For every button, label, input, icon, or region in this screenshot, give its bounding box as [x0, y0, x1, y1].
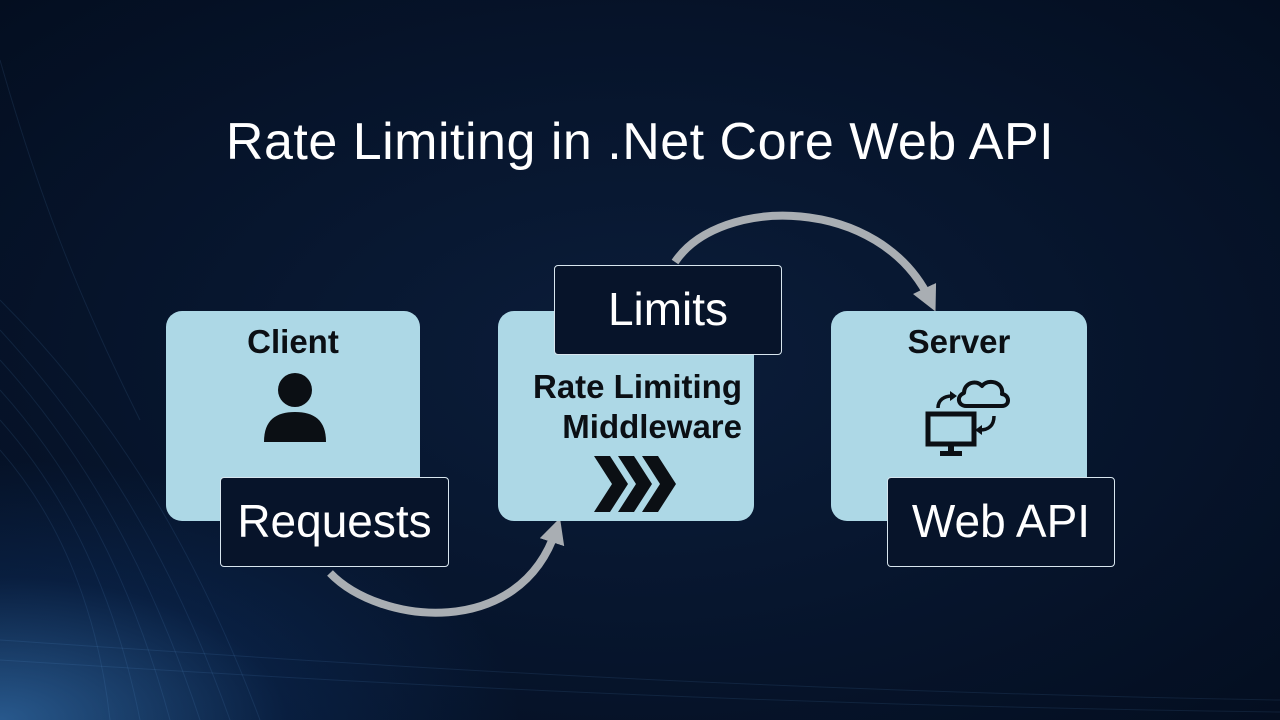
- limits-box: Limits: [554, 265, 782, 355]
- arrow-limits-to-server: [671, 211, 937, 312]
- middleware-label-line2: Middleware: [562, 408, 742, 445]
- web-api-box: Web API: [887, 477, 1115, 567]
- computer-cloud-sync-icon: [925, 379, 1010, 456]
- user-icon: [264, 373, 326, 442]
- client-heading: Client: [247, 323, 339, 360]
- middleware-label: Rate Limiting Middleware: [533, 367, 742, 447]
- server-heading: Server: [907, 323, 1011, 360]
- arrow-requests-to-middleware: [327, 517, 565, 617]
- middleware-label-line1: Rate Limiting: [532, 368, 742, 405]
- chevrons-right-icon: [594, 456, 676, 512]
- requests-box: Requests: [220, 477, 449, 567]
- slide-title: Rate Limiting in .Net Core Web API: [225, 113, 1055, 171]
